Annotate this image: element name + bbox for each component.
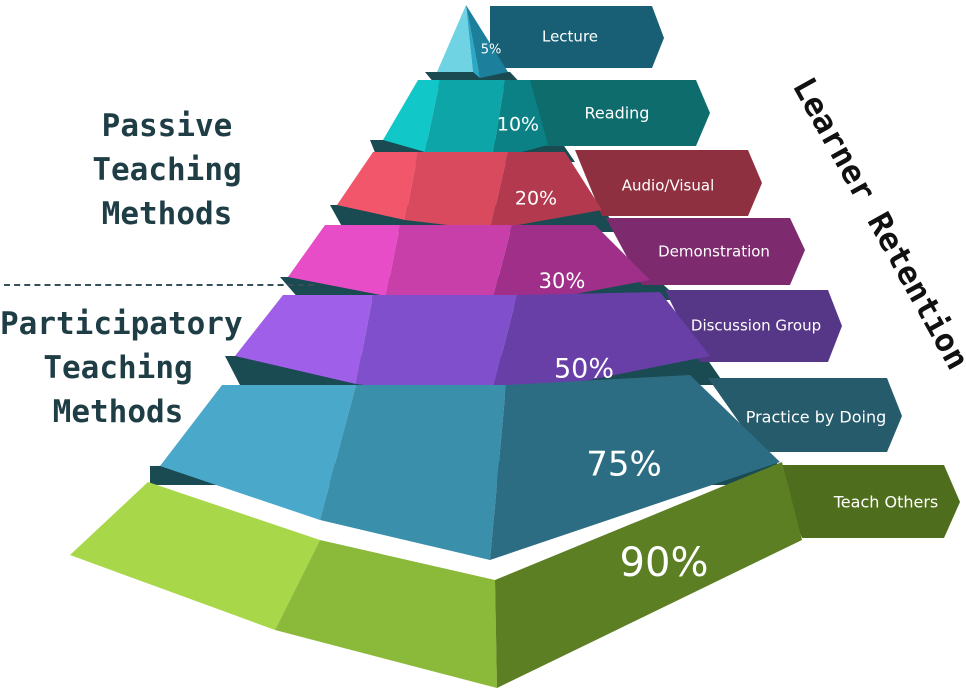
pyramid-level-6: Practice by Doing 75%	[160, 375, 902, 560]
level-left-face-7	[70, 482, 320, 630]
level-right-face-7	[495, 462, 802, 688]
level-front-face-2	[425, 80, 505, 160]
level-right-face-3	[490, 152, 602, 230]
passive-line-1: Passive	[101, 108, 233, 144]
level-right-face-6	[490, 375, 780, 560]
level-label-4: Demonstration	[658, 243, 770, 261]
pyramid-level-5: Discussion Group 50%	[235, 290, 842, 400]
level-label-5: Discussion Group	[691, 317, 821, 335]
level-left-face-1	[437, 5, 473, 72]
level-front-face-7	[275, 540, 497, 688]
participatory-line-1: Participatory	[0, 306, 243, 342]
level-percent-6: 75%	[586, 445, 662, 485]
level-left-face-3	[337, 152, 418, 220]
level-front-face-3	[405, 152, 508, 230]
level-left-face-6	[160, 385, 356, 520]
pyramid-level-2: Reading 10%	[383, 80, 710, 160]
level-tab-4	[606, 218, 805, 285]
level-percent-3: 20%	[515, 188, 557, 210]
participatory-line-2: Teaching	[43, 350, 193, 386]
pyramid-level-7: Teach Others 90%	[70, 462, 960, 688]
level-right-face-4	[490, 225, 650, 310]
participatory-teaching-methods-label: Participatory Teaching Methods	[0, 302, 243, 434]
level-percent-4: 30%	[539, 269, 586, 293]
level-label-6: Practice by Doing	[746, 408, 887, 427]
level-tab-1	[490, 6, 664, 68]
level-front-face-6	[320, 385, 506, 560]
methods-divider-line	[4, 284, 314, 286]
level-front-face-5	[356, 295, 517, 400]
level-right-face-2	[492, 80, 548, 160]
pyramid-level-4: Demonstration 30%	[288, 218, 805, 310]
pyramid-level-3: Audio/Visual 20%	[337, 150, 762, 230]
level-label-3: Audio/Visual	[622, 177, 714, 195]
level-left-face-2	[383, 80, 440, 152]
level-percent-2: 10%	[497, 114, 539, 136]
level-right-face-1	[466, 5, 508, 78]
level-tab-5	[665, 290, 842, 362]
passive-line-2: Teaching	[92, 152, 242, 188]
level-label-1: Lecture	[542, 28, 598, 46]
level-percent-1: 5%	[481, 43, 502, 58]
level-right-face-5	[490, 292, 710, 400]
level-tab-7	[772, 465, 960, 538]
level-label-2: Reading	[585, 104, 650, 123]
passive-line-3: Methods	[101, 196, 233, 232]
pyramid-level-1: Lecture 5%	[437, 5, 664, 78]
level-percent-5: 50%	[554, 354, 614, 385]
level-tab-2	[525, 80, 710, 146]
level-tab-6	[708, 378, 902, 452]
level-left-face-5	[235, 295, 373, 384]
participatory-line-3: Methods	[52, 394, 184, 430]
level-tab-3	[575, 150, 762, 216]
passive-teaching-methods-label: Passive Teaching Methods	[62, 104, 272, 236]
level-label-7: Teach Others	[833, 493, 939, 512]
level-front-face-4	[386, 225, 512, 310]
level-left-face-4	[288, 225, 400, 296]
level-percent-7: 90%	[620, 540, 709, 586]
